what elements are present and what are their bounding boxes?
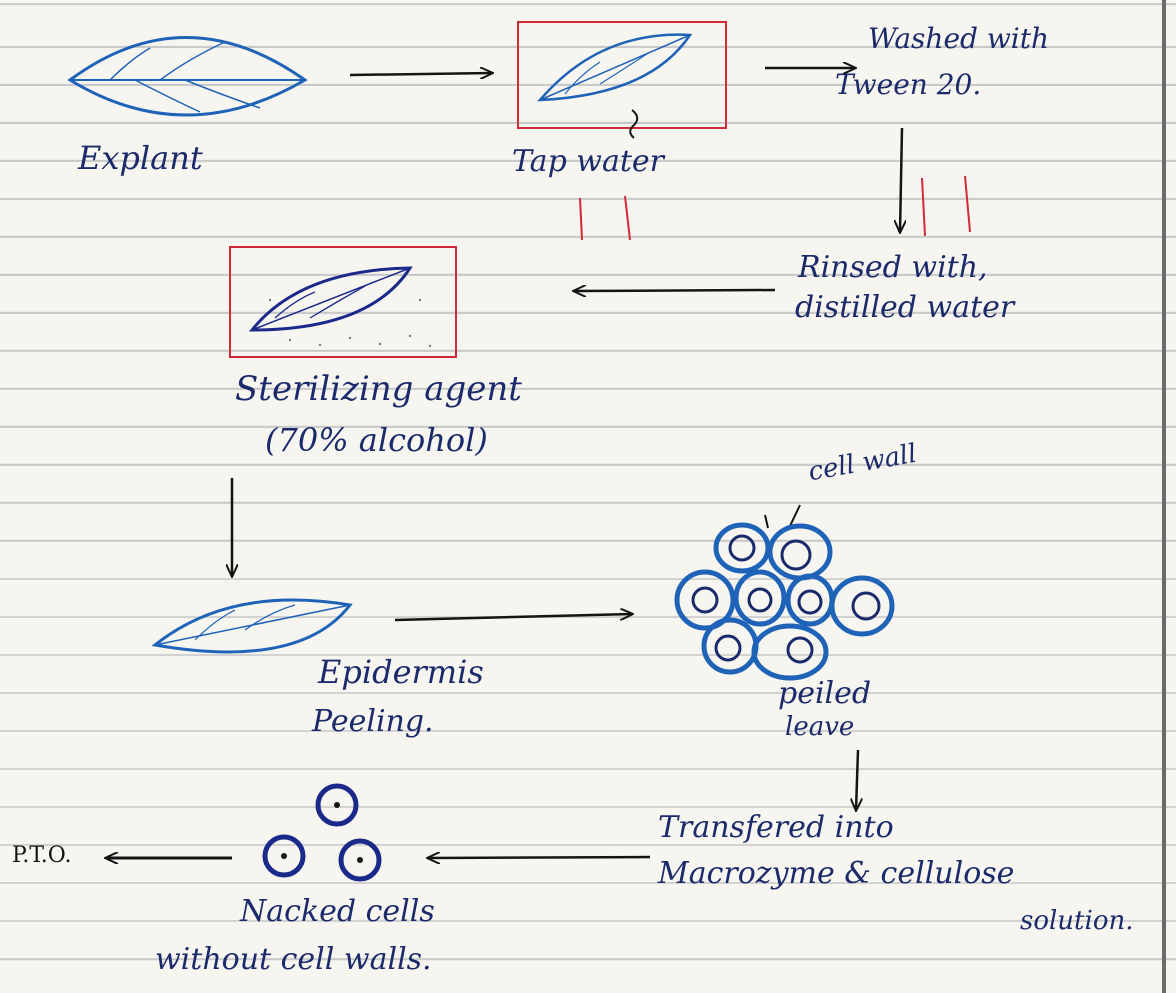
label-peiled-line1: peiled xyxy=(778,678,871,710)
plant-cell xyxy=(788,576,832,624)
label-pto: P.T.O. xyxy=(12,844,72,867)
tapwater-leaf-icon xyxy=(540,35,690,100)
explant-leaf-icon xyxy=(70,38,305,116)
label-washed-line2: Tween 20. xyxy=(835,70,981,99)
label-epidermis-line2: Peeling. xyxy=(312,706,434,738)
label-transfered-line1: Transfered into xyxy=(658,812,894,844)
arrow-tween-to-rinse xyxy=(900,128,902,232)
tap-water-container xyxy=(518,22,726,128)
plant-cell xyxy=(704,620,756,672)
arrow-enzyme-to-naked-cells xyxy=(428,857,650,858)
label-epidermis-line1: Epidermis xyxy=(318,656,484,690)
label-naked-line2: without cell walls. xyxy=(155,944,432,976)
label-explant: Explant xyxy=(78,142,203,176)
protoplast-cell xyxy=(265,837,303,875)
plant-cell xyxy=(736,572,784,624)
stipple-dots xyxy=(269,299,431,347)
label-rinsed-line1: Rinsed with, xyxy=(798,252,988,284)
epidermis-leaf-icon xyxy=(155,600,350,652)
sterilizing-leaf-icon xyxy=(252,268,410,330)
plant-cell xyxy=(716,525,768,571)
arrow-epidermis-to-peeled-cells xyxy=(395,614,632,620)
label-rinsed-line2: distilled water xyxy=(795,292,1014,324)
arrow-rinse-to-sterilizing xyxy=(574,290,775,291)
label-tap-water: Tap water xyxy=(512,146,664,178)
plant-cell xyxy=(754,626,826,678)
label-washed-line1: Washed with xyxy=(868,24,1049,53)
arrow-explant-to-tapwater xyxy=(350,73,492,75)
arrow-peeled-to-enzyme xyxy=(856,750,858,810)
label-naked-line1: Nacked cells xyxy=(240,896,435,928)
label-transfered-line3: solution. xyxy=(1020,908,1133,935)
naked-cell-cluster xyxy=(265,786,379,879)
protoplast-cell xyxy=(318,786,356,824)
label-sterilizing-line2: (70% alcohol) xyxy=(265,424,488,458)
red-marker-strokes xyxy=(580,176,970,240)
plant-cell xyxy=(770,526,830,578)
label-transfered-line2: Macrozyme & cellulose xyxy=(658,858,1014,890)
plant-cell xyxy=(832,578,892,634)
sterilizing-container xyxy=(230,247,456,357)
protoplast-cell xyxy=(341,841,379,879)
label-peiled-line2: leave xyxy=(785,714,854,741)
label-sterilizing-line1: Sterilizing agent xyxy=(235,372,522,408)
peeled-cell-cluster xyxy=(677,525,892,678)
tapwater-pointer xyxy=(630,110,637,138)
